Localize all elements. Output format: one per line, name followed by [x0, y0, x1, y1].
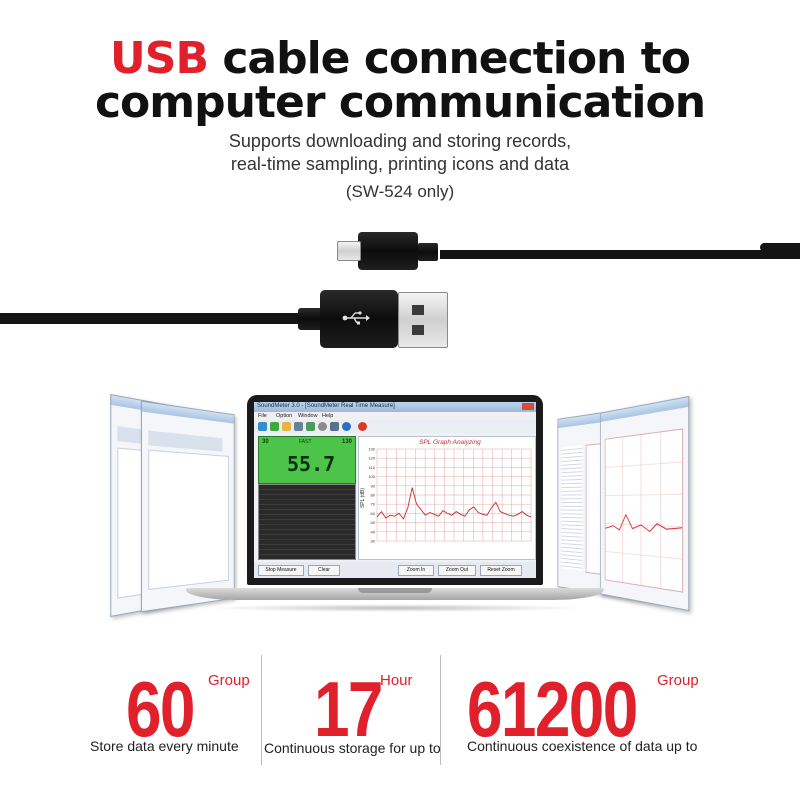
stat-1-value: 60 [126, 665, 196, 753]
graph-y-tick: 40 [371, 529, 376, 534]
usb-a-cable-cord [0, 313, 305, 324]
graph-title: SPL Graph Analyzing [419, 439, 481, 446]
usb-a-strain-relief [298, 308, 324, 330]
clear-button[interactable]: Clear [308, 565, 340, 576]
stop-icon[interactable] [358, 422, 367, 431]
stat-1-unit: Group [208, 672, 250, 689]
print-icon[interactable] [330, 422, 339, 431]
usb-a-connector [398, 292, 448, 348]
headline-line-1-rest: cable connection to [208, 33, 691, 84]
left-window-front-pane [148, 449, 229, 590]
subtitle-line-2: real-time sampling, printing icons and d… [230, 154, 570, 174]
left-window-front-toolbar [148, 430, 223, 452]
graph-y-tick: 110 [369, 465, 376, 470]
right-window-front-titlebar [601, 397, 689, 422]
left-window-front-titlebar [142, 401, 234, 424]
app-toolbar [254, 420, 536, 433]
laptop-screen: SoundMeter 3.0 - [SoundMeter Real Time M… [254, 402, 536, 578]
usb-symbol-icon [342, 310, 370, 329]
stat-2-value: 17 [314, 665, 384, 753]
micro-usb-plug-body [358, 232, 418, 270]
graph-y-tick: 70 [371, 502, 376, 507]
meter-mode: FAST [299, 439, 312, 445]
meter-top-left: 30 [262, 439, 269, 445]
right-window-back-table [561, 445, 583, 571]
graph-y-tick: 80 [371, 493, 376, 498]
settings-icon[interactable] [318, 422, 327, 431]
stat-3-unit: Group [657, 672, 699, 689]
window-close-icon[interactable] [522, 403, 534, 410]
app-titlebar: SoundMeter 3.0 - [SoundMeter Real Time M… [254, 402, 536, 412]
usb-a-contact-top [412, 305, 424, 315]
micro-usb-cable [0, 0, 800, 360]
usb-a-plug-body [320, 290, 398, 348]
stat-group-1: 60 Group Store data every minute [80, 660, 260, 770]
app-title: SoundMeter 3.0 - [SoundMeter Real Time M… [257, 403, 395, 409]
data-table [258, 484, 356, 560]
zoom-out-button[interactable]: Zoom Out [438, 565, 476, 576]
graph-y-tick: 120 [368, 456, 375, 461]
stat-group-2: 17 Hour Continuous storage for up to [262, 660, 442, 770]
play-icon[interactable] [270, 422, 279, 431]
micro-usb-connector [337, 241, 361, 261]
usb-a-contact-bottom [412, 325, 424, 335]
stat-group-3: 61200 Group Continuous coexistence of da… [441, 660, 741, 770]
graph-y-tick: 90 [371, 483, 376, 488]
stat-divider-2 [440, 655, 441, 765]
usb-a-cable [0, 0, 800, 380]
right-window-front [600, 395, 690, 612]
graph-y-tick: 50 [371, 520, 376, 525]
menu-file[interactable]: File [258, 413, 267, 419]
stat-2-unit: Hour [380, 672, 413, 689]
meter-icon[interactable] [294, 422, 303, 431]
menu-option[interactable]: Option [276, 413, 293, 419]
graph-y-tick: 30 [371, 539, 376, 544]
stop-measure-button[interactable]: Stop Measure [258, 565, 304, 576]
meter-panel: 30 FAST 130 55.7 [258, 436, 356, 484]
stat-2-caption: Continuous storage for up to [264, 740, 441, 756]
subtitle-line-1: Supports downloading and storing records… [228, 131, 572, 151]
micro-usb-strain-relief [418, 243, 438, 261]
micro-usb-cable-cord [440, 250, 800, 259]
graph-y-tick: 130 [368, 447, 375, 452]
stat-3-value: 61200 [467, 665, 638, 753]
meter-reading: 55.7 [287, 452, 336, 476]
button-bar: Stop Measure Clear Zoom In Zoom Out Rese… [254, 562, 536, 578]
spl-trace [376, 487, 532, 520]
headline-usb: USB [110, 33, 209, 84]
laptop-shadow [206, 604, 584, 612]
reset-zoom-button[interactable]: Reset Zoom [480, 565, 522, 576]
chart-icon[interactable] [306, 422, 315, 431]
right-window-front-chart [605, 428, 683, 593]
stat-3-caption: Continuous coexistence of data up to [467, 738, 698, 754]
meter-top-right: 130 [341, 439, 352, 445]
headline-line-2: computer communication [94, 77, 706, 128]
zoom-in-button[interactable]: Zoom In [398, 565, 434, 576]
folder-icon[interactable] [282, 422, 291, 431]
micro-usb-cable-curve [760, 243, 800, 252]
headline-line-1: USB cable connection to [0, 36, 800, 82]
left-window-front [140, 400, 235, 613]
graph-y-tick: 100 [368, 474, 375, 479]
app-menubar: File Option Window Help [254, 412, 536, 420]
laptop-notch [358, 588, 432, 593]
record-icon[interactable] [258, 422, 267, 431]
stat-1-caption: Store data every minute [90, 738, 239, 754]
menu-help[interactable]: Help [322, 413, 334, 419]
stat-divider-1 [261, 655, 262, 765]
spl-graph: 130 120 110 100 90 80 70 60 50 40 30 [368, 447, 532, 544]
globe-icon[interactable] [342, 422, 351, 431]
graph-y-tick: 60 [371, 511, 376, 516]
model-note: (SW-524 only) [345, 182, 455, 201]
menu-window[interactable]: Window [298, 413, 318, 419]
laptop-base [186, 588, 604, 600]
